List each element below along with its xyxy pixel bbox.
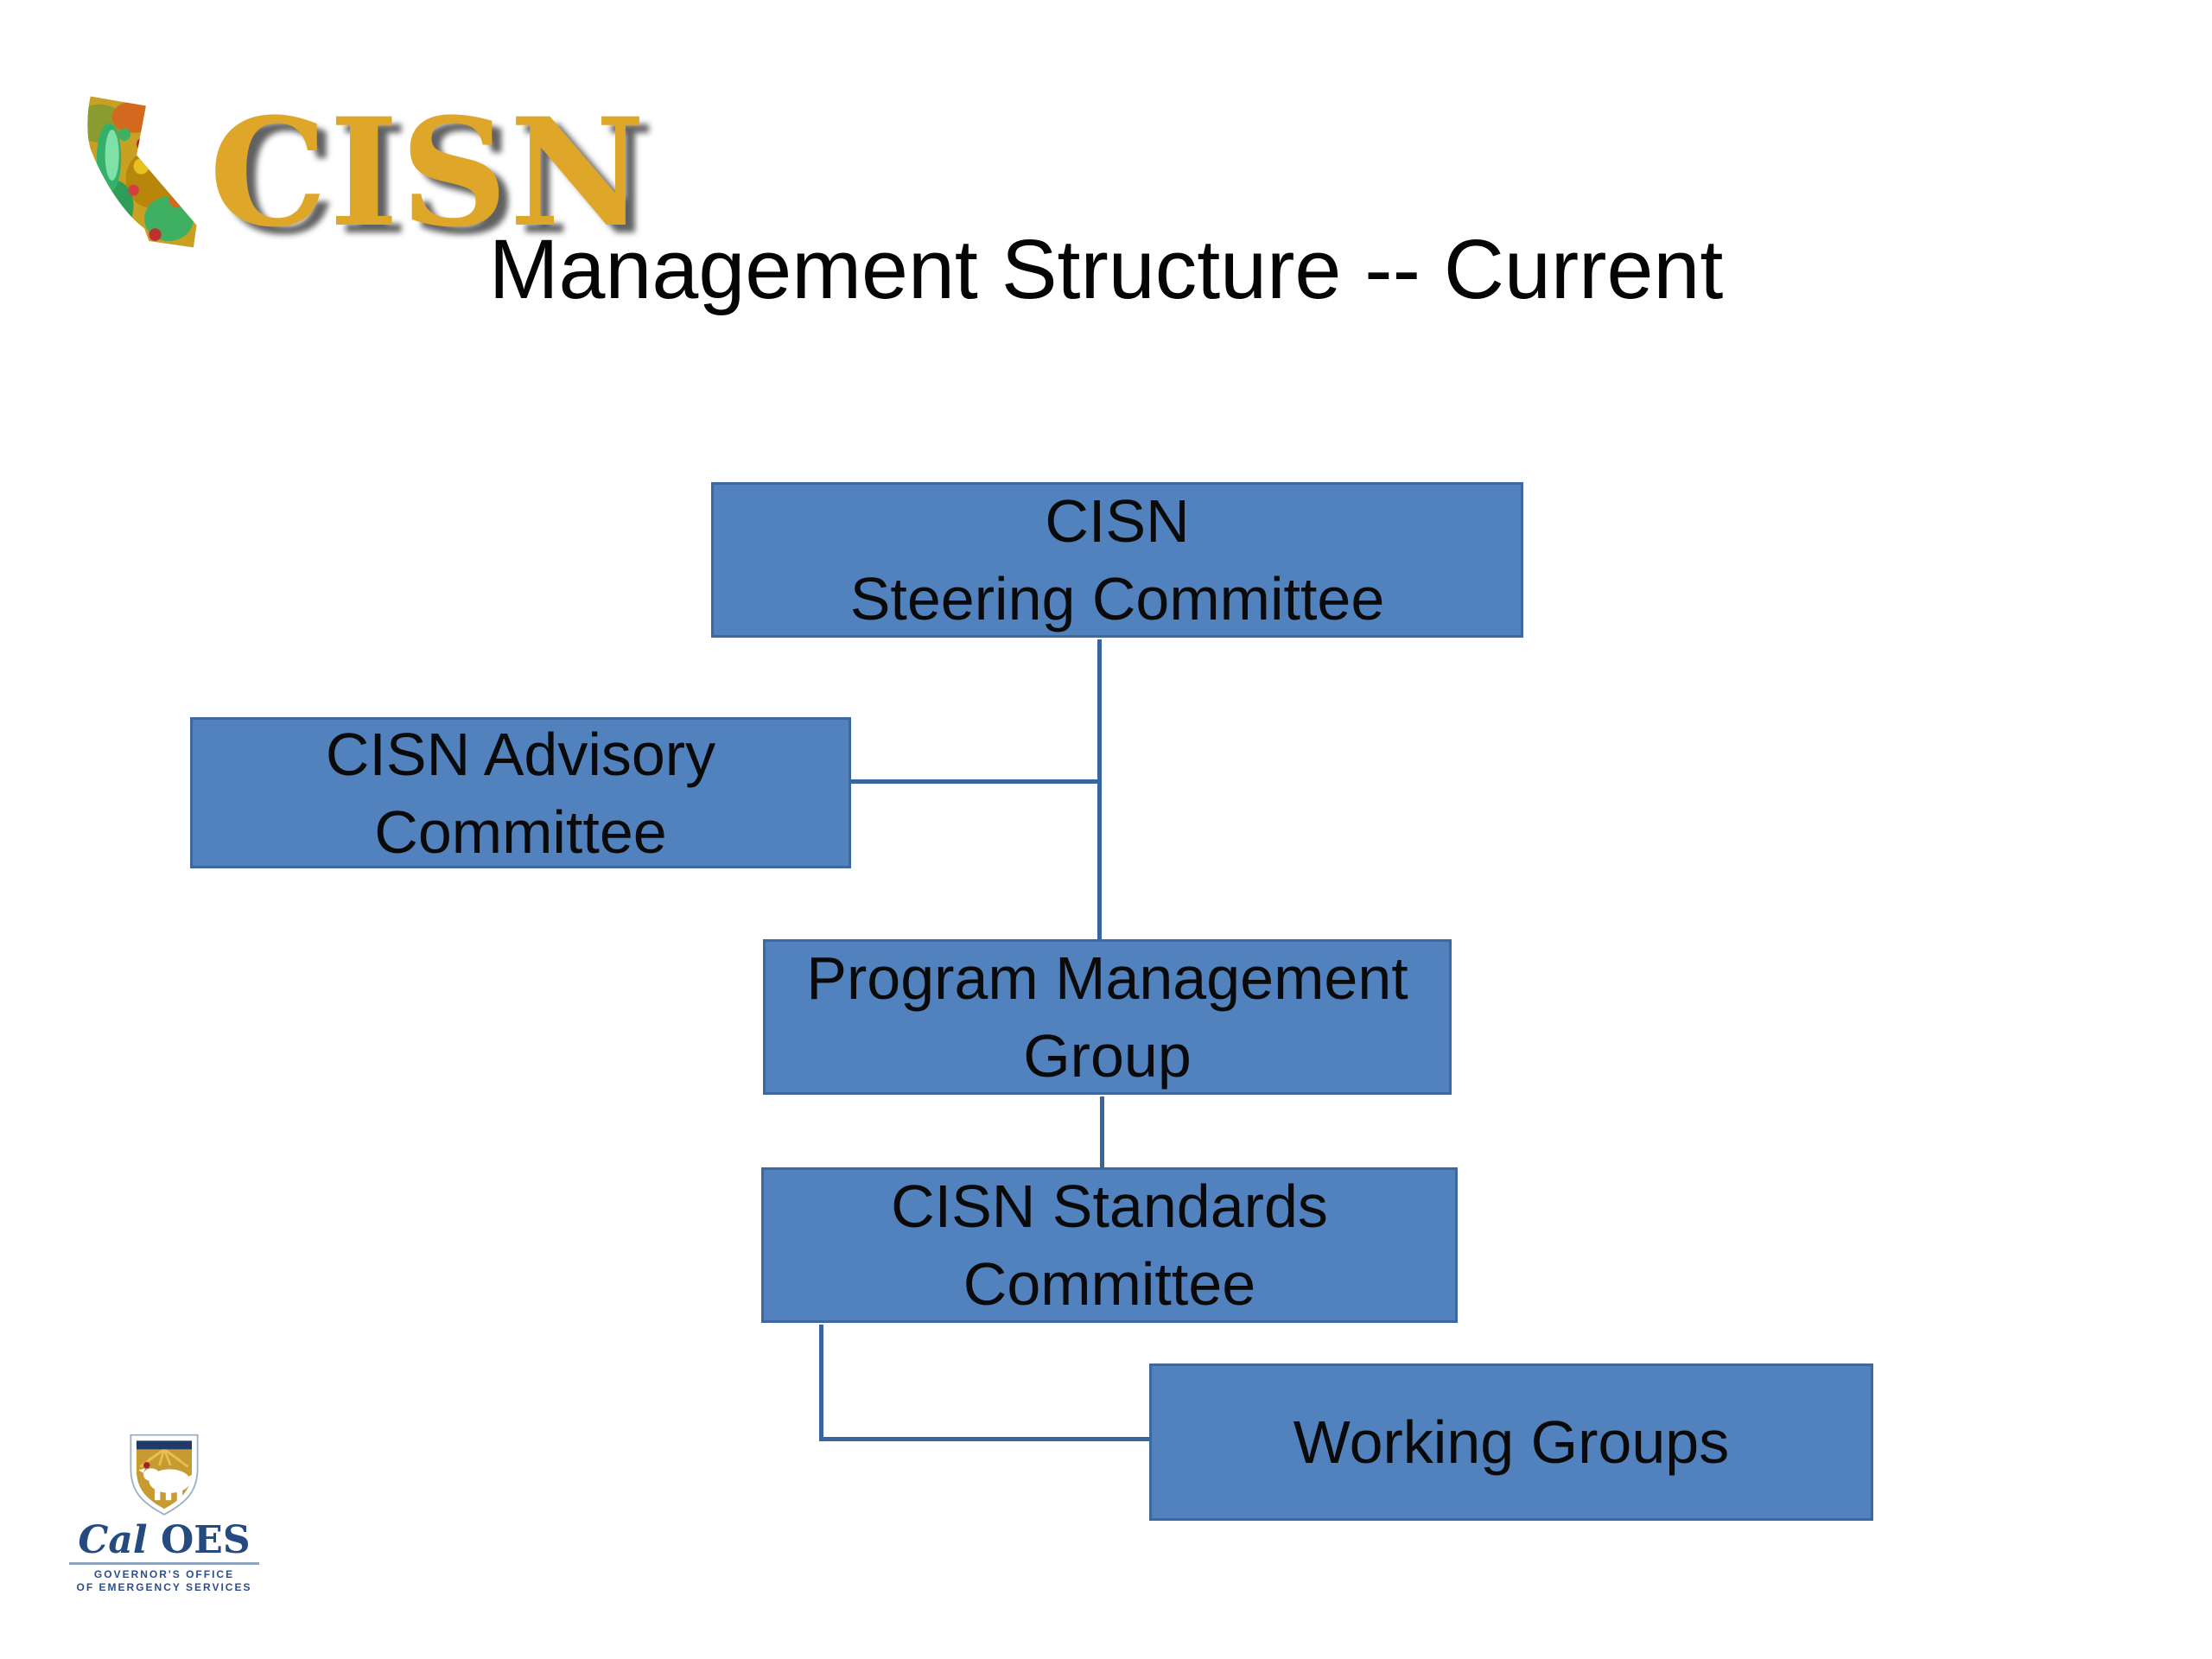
org-box-label-line: Committee — [374, 798, 667, 866]
caloes-divider — [69, 1562, 259, 1565]
org-box-label-line: CISN Standards — [891, 1173, 1328, 1240]
org-box-advisory-committee: CISN Advisory Committee — [190, 717, 851, 868]
connector-advisory-to-trunk — [851, 779, 1102, 784]
connector-to-working-groups — [819, 1437, 1152, 1441]
connector-pmg-to-standards — [1100, 1096, 1104, 1169]
org-box-steering-committee: CISN Steering Committee — [711, 482, 1523, 638]
org-box-label-line: Working Groups — [1293, 1408, 1730, 1476]
org-box-label-line: CISN Advisory — [325, 720, 716, 788]
california-map-icon — [87, 96, 197, 248]
caloes-wordmark-cal: Cal — [78, 1518, 148, 1562]
org-box-label-line: CISN — [1045, 487, 1190, 555]
caloes-wordmark-oes: OES — [147, 1518, 251, 1562]
org-box-label-line: Committee — [963, 1250, 1256, 1318]
caloes-logo: Cal OES GOVERNOR'S OFFICE OF EMERGENCY S… — [60, 1427, 268, 1594]
caloes-tagline-line1: GOVERNOR'S OFFICE — [93, 1568, 235, 1580]
page-title: Management Structure -- Current — [488, 222, 1724, 316]
caloes-shield-icon — [130, 1433, 199, 1516]
org-box-label-line: Steering Committee — [849, 565, 1385, 632]
cisn-logo-text: CISN — [209, 85, 647, 260]
org-box-label-line: Group — [1023, 1022, 1192, 1090]
cisn-logo: CISN — [52, 86, 645, 259]
connector-steering-to-pmg — [1097, 639, 1102, 941]
org-box-label-line: Program Management — [806, 944, 1408, 1012]
caloes-tagline-line2: OF EMERGENCY SERVICES — [76, 1581, 252, 1593]
connector-standards-drop — [819, 1325, 823, 1441]
org-box-standards-committee: CISN Standards Committee — [761, 1167, 1458, 1323]
org-box-program-management-group: Program Management Group — [763, 939, 1452, 1095]
org-box-working-groups: Working Groups — [1149, 1363, 1873, 1521]
caloes-wordmark: Cal OES — [60, 1521, 268, 1560]
